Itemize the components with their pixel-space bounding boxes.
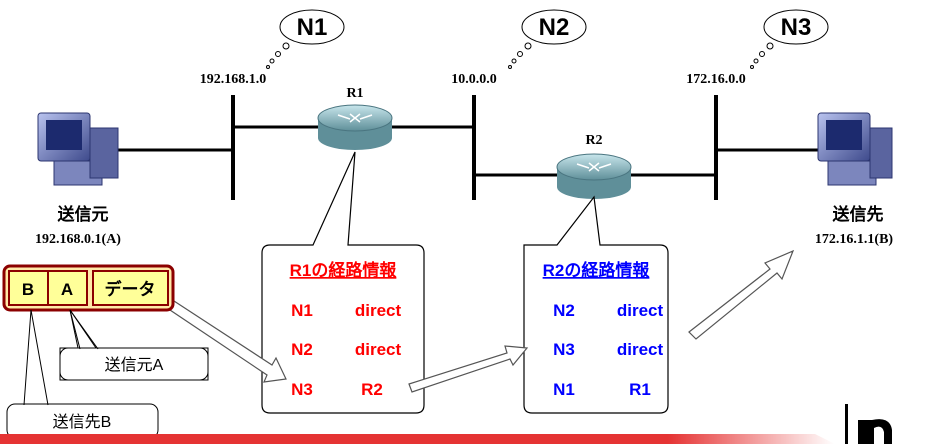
cloud-n3: N3 xyxy=(750,9,829,69)
destination-computer-icon xyxy=(817,112,893,186)
r1-row-2-network: N2 xyxy=(291,340,313,359)
r2-row-1-network: N2 xyxy=(553,301,575,320)
callout-source-a: 送信元A xyxy=(59,309,209,381)
packet-field-data-label: データ xyxy=(105,279,156,299)
source-label: 送信元 xyxy=(58,204,109,224)
router-label-r1: R1 xyxy=(346,86,363,101)
packet-field-a xyxy=(47,270,88,306)
network-address-n3: 172.16.0.0 xyxy=(686,72,746,87)
r2-row-3-next: R1 xyxy=(629,380,651,399)
router-r2-icon xyxy=(556,153,632,199)
flow-arrow-r1-to-r2 xyxy=(408,345,529,393)
callout-dest-b: 送信先B xyxy=(6,309,159,439)
r2-table-title: R2の経路情報 xyxy=(543,260,651,280)
flow-arrow-r2-to-destination xyxy=(688,249,795,340)
network-address-n1: 192.168.1.0 xyxy=(200,72,267,87)
r2-row-2-next: direct xyxy=(617,340,664,359)
r2-routing-table: R2の経路情報 N2 direct N3 direct N1 R1 xyxy=(523,195,669,414)
cloud-n1: N1 xyxy=(266,9,345,69)
r1-row-2-next: direct xyxy=(355,340,402,359)
r1-row-3-network: N3 xyxy=(291,380,313,399)
r2-row-3-network: N1 xyxy=(553,380,575,399)
logo-fragment xyxy=(845,404,892,444)
flow-arrow-packet-to-r1 xyxy=(169,300,287,383)
cloud-n2: N2 xyxy=(508,9,587,69)
packet: B A データ xyxy=(2,264,175,312)
r1-routing-table: R1の経路情報 N1 direct N2 direct N3 R2 xyxy=(261,151,425,414)
cloud-label-n3: N3 xyxy=(781,14,812,41)
callout-source-a-text: 送信元A xyxy=(105,356,164,374)
router-r1-icon xyxy=(317,104,393,150)
source-address: 192.168.0.1(A) xyxy=(35,232,121,247)
packet-field-data xyxy=(92,270,169,306)
r2-row-1-next: direct xyxy=(617,301,664,320)
cloud-label-n2: N2 xyxy=(539,14,570,41)
packet-field-a-label: A xyxy=(61,280,73,299)
r1-table-title: R1の経路情報 xyxy=(290,260,398,280)
destination-address: 172.16.1.1(B) xyxy=(815,232,894,247)
cloud-label-n1: N1 xyxy=(297,14,328,41)
bottom-accent-bar xyxy=(0,434,835,444)
r1-row-3-next: R2 xyxy=(361,380,383,399)
r1-row-1-next: direct xyxy=(355,301,402,320)
destination-label: 送信先 xyxy=(833,204,884,224)
r1-row-1-network: N1 xyxy=(291,301,313,320)
packet-field-b-label: B xyxy=(22,280,34,299)
network-address-n2: 10.0.0.0 xyxy=(451,72,497,87)
router-label-r2: R2 xyxy=(585,133,602,148)
source-computer-icon xyxy=(37,112,119,186)
callout-dest-b-text: 送信先B xyxy=(53,413,112,431)
r2-row-2-network: N3 xyxy=(553,340,575,359)
